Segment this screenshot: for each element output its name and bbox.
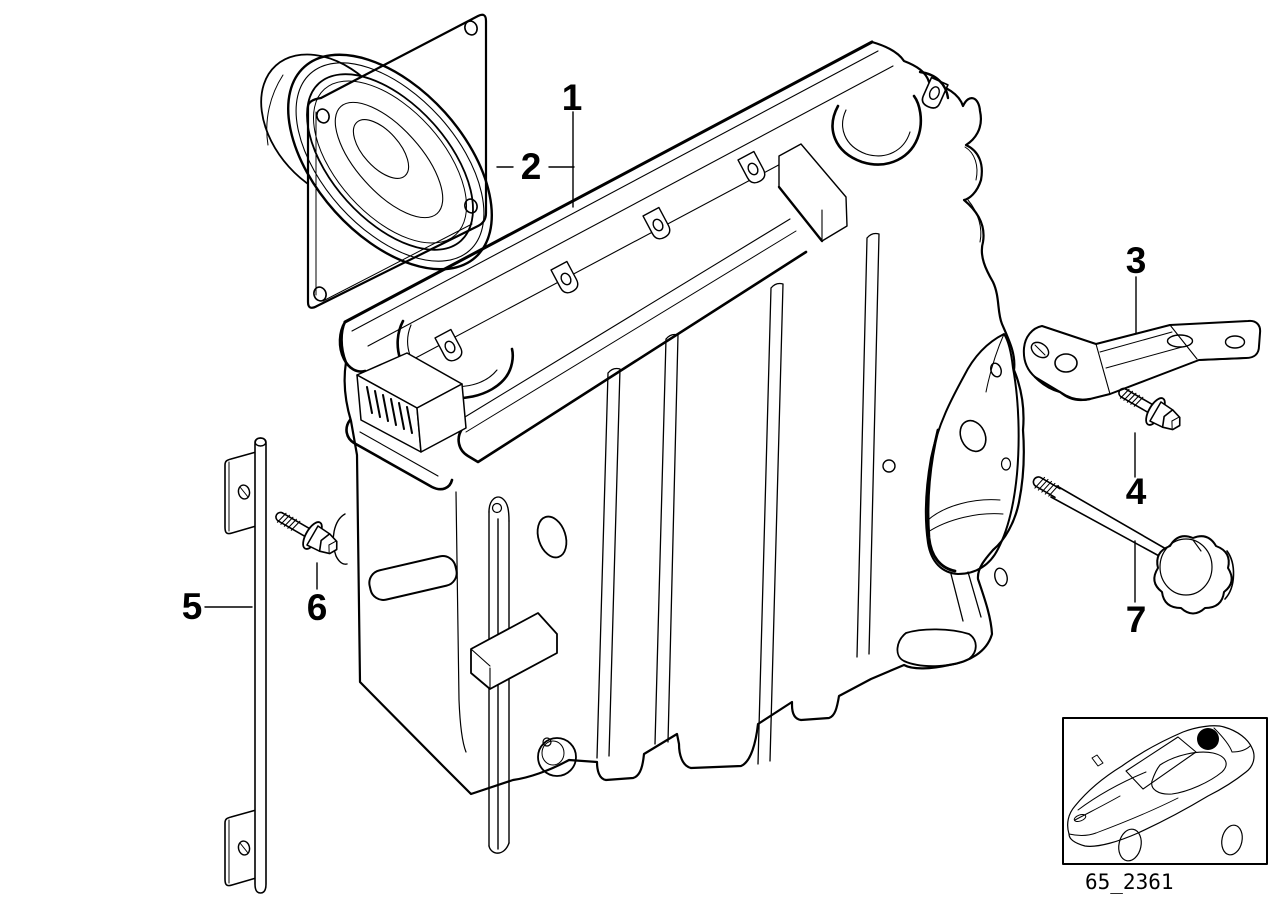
part-speaker[interactable]: [233, 13, 531, 309]
callout-3-label[interactable]: 3: [1126, 240, 1147, 281]
callout-5-label[interactable]: 5: [182, 586, 203, 627]
callout-2: 2: [496, 146, 575, 187]
part-location-dot: [1197, 728, 1219, 750]
inset-code-label: 65_2361: [1085, 870, 1174, 894]
callout-1: 1: [562, 77, 583, 208]
corner-screw-tab: [921, 76, 949, 109]
callout-4-label[interactable]: 4: [1126, 471, 1147, 512]
knob: [1153, 535, 1233, 615]
part-subwoofer-housing[interactable]: [332, 40, 1025, 854]
car-icon: [1067, 725, 1255, 862]
callout-3: 3: [1126, 240, 1147, 334]
callout-1-label[interactable]: 1: [562, 77, 583, 118]
part-knob-bolt[interactable]: [1031, 473, 1235, 615]
part-mounting-rail[interactable]: [224, 437, 267, 894]
car-location-inset[interactable]: 65_2361: [1062, 717, 1268, 894]
inset-frame: [1062, 717, 1268, 865]
housing-ribs: [596, 232, 880, 765]
part-bracket[interactable]: [1022, 319, 1262, 402]
callouts: 1 2 3 4 5 6 7: [182, 77, 1147, 640]
callout-2-label[interactable]: 2: [521, 146, 542, 187]
speaker-mount-holes: [313, 20, 478, 302]
callout-5: 5: [182, 586, 253, 627]
callout-4: 4: [1126, 432, 1147, 512]
callout-6: 6: [307, 562, 328, 628]
rail-rod: [254, 437, 267, 894]
screw-tabs: [434, 150, 766, 362]
callout-6-label[interactable]: 6: [307, 587, 328, 628]
rail-tab-top: [224, 450, 264, 535]
amplifier-connector: [345, 352, 467, 491]
callout-7: 7: [1126, 540, 1147, 640]
callout-7-label[interactable]: 7: [1126, 599, 1147, 640]
